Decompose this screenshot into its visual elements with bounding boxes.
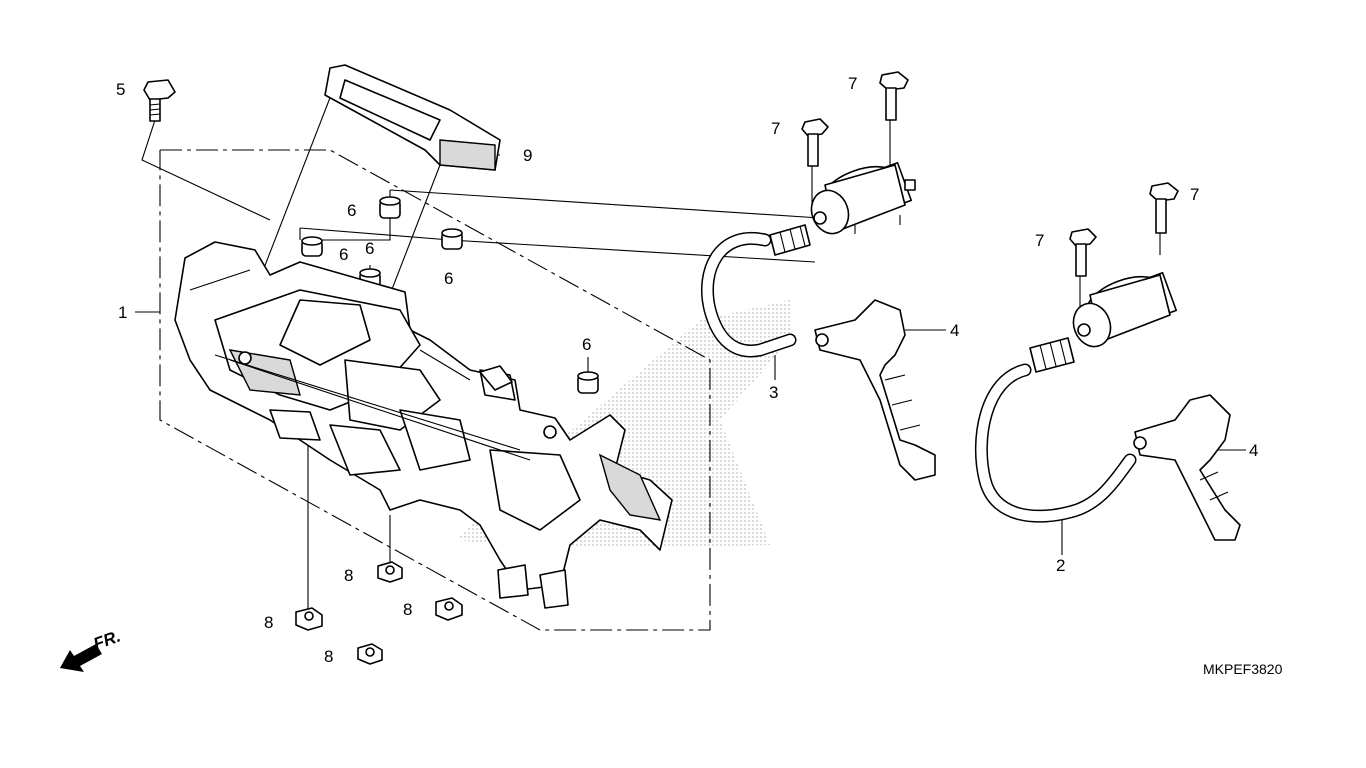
callout-6-c: 6 [365, 239, 374, 258]
front-direction-arrow: FR. [60, 627, 123, 672]
callout-6-d: 6 [444, 269, 453, 288]
callout-8-c: 8 [403, 600, 412, 619]
callout-8-d: 8 [324, 647, 333, 666]
callout-6-b: 6 [339, 245, 348, 264]
callout-4-lower: 4 [1249, 441, 1258, 460]
nut-part-8 [295, 561, 463, 665]
callout-7-b: 7 [771, 119, 780, 138]
callout-7-d: 7 [1035, 231, 1044, 250]
ignition-coil-lower [1029, 182, 1179, 373]
callout-6-e: 6 [582, 335, 591, 354]
callout-labels: 1 2 3 4 4 5 6 6 6 6 6 7 7 7 7 8 8 8 8 9 [116, 74, 1258, 666]
direction-label: FR. [91, 627, 123, 654]
callout-4-upper: 4 [950, 321, 959, 340]
callout-7-a: 7 [848, 74, 857, 93]
callout-8-b: 8 [264, 613, 273, 632]
callout-9: 9 [523, 146, 532, 165]
callout-5: 5 [116, 80, 125, 99]
diagram-code: MKPEF3820 [1203, 661, 1283, 677]
cable-part-3 [700, 232, 797, 358]
cable-part-2 [974, 363, 1137, 523]
callout-3: 3 [769, 383, 778, 402]
bolt-part-5 [143, 79, 176, 122]
plug-cap-lower [1133, 394, 1241, 541]
ignition-coil-upper [769, 71, 916, 256]
spacer-part-6 [301, 196, 599, 394]
bracket-part-1 [174, 241, 673, 609]
callout-1: 1 [118, 303, 127, 322]
callout-6-a: 6 [347, 201, 356, 220]
callout-2: 2 [1056, 556, 1065, 575]
plug-cap-upper [814, 299, 936, 481]
callout-8-a: 8 [344, 566, 353, 585]
assembly-frame [159, 149, 711, 631]
cover-part-9 [324, 64, 501, 171]
callout-7-c: 7 [1190, 185, 1199, 204]
